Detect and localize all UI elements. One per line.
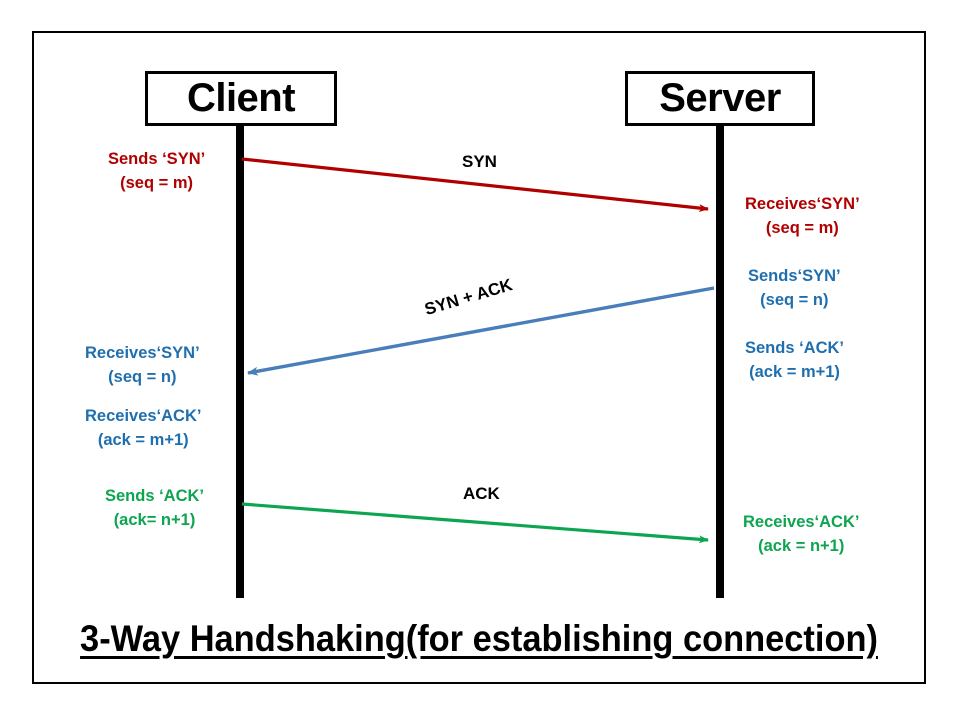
participant-box-server: Server (625, 71, 815, 126)
diagram-title: 3-Way Handshaking(for establishing conne… (80, 618, 878, 659)
note-server-receives-ack: Receives‘ACK’ (ack = n+1) (743, 511, 859, 559)
note-server-sends-syn: Sends‘SYN’ (seq = n) (748, 265, 841, 313)
note-line-1: Receives‘ACK’ (85, 407, 202, 425)
note-line-2: (ack = m+1) (749, 362, 840, 381)
note-line-2: (seq = n) (108, 367, 177, 386)
note-line-1: Receives‘SYN’ (85, 344, 200, 362)
participant-label-server: Server (659, 76, 781, 120)
participant-label-client: Client (186, 76, 296, 120)
note-line-1: Receives‘SYN’ (745, 195, 860, 213)
note-line-1: Sends ‘ACK’ (105, 487, 205, 505)
lifeline-client (236, 126, 244, 598)
note-server-receives-syn: Receives‘SYN’ (seq = m) (745, 193, 860, 241)
message-caption-ack: ACK (463, 484, 500, 503)
note-client-receives-syn: Receives‘SYN’ (seq = n) (85, 342, 200, 390)
note-client-sends-ack: Sends ‘ACK’ (ack= n+1) (105, 485, 204, 533)
note-line-2: (ack= n+1) (113, 510, 196, 529)
note-client-receives-ack: Receives‘ACK’ (ack = m+1) (85, 405, 201, 453)
note-server-sends-ack: Sends ‘ACK’ (ack = m+1) (745, 337, 844, 385)
note-line-2: (ack = m+1) (97, 430, 189, 449)
note-line-1: Sends ‘ACK’ (745, 339, 845, 357)
note-line-1: Receives‘ACK’ (743, 513, 860, 531)
lifeline-server (716, 126, 724, 598)
note-client-sends-syn: Sends ‘SYN’ (seq = m) (108, 148, 205, 196)
note-line-2: (ack = n+1) (758, 536, 845, 555)
note-line-1: Sends‘SYN’ (748, 267, 841, 285)
message-caption-syn: SYN (462, 152, 497, 171)
note-line-2: (seq = m) (120, 173, 194, 192)
participant-box-client: Client (145, 71, 337, 126)
note-line-2: (seq = n) (760, 290, 829, 309)
note-line-2: (seq = m) (765, 218, 839, 237)
note-line-1: Sends ‘SYN’ (108, 150, 206, 168)
